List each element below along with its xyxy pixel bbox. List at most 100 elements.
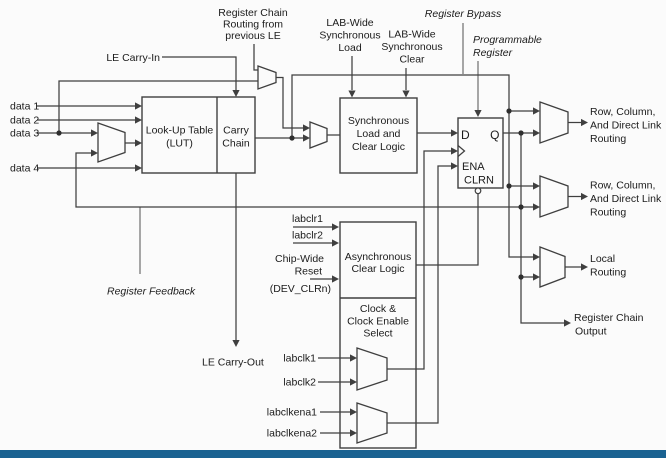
label-sync-load-clear: Synchronous Load and Clear Logic	[348, 115, 409, 153]
blocks	[141, 96, 504, 449]
label-register-clrn: CLRN	[464, 175, 494, 187]
arrowhead-down	[348, 90, 356, 98]
mux-output-local	[539, 246, 566, 288]
label-line: Row, Column,	[590, 180, 655, 192]
muxes	[97, 65, 569, 444]
label-lab-wide-sync-load: LAB-Wide Synchronous Load	[319, 17, 380, 54]
mux-clock-enable-select	[356, 402, 388, 444]
bottom-bar	[0, 450, 666, 458]
label-labclr1: labclr1	[292, 213, 323, 225]
label-line: LAB-Wide	[326, 17, 373, 29]
label-labclkena1: labclkena1	[267, 407, 317, 419]
label-line: Look-Up Table	[146, 125, 214, 137]
mux-output-row2	[539, 175, 569, 218]
wire-regchain-mux-to-sync-mux	[276, 76, 303, 129]
arrowhead	[91, 149, 98, 157]
label-register-chain-routing: Register Chain Routing from previous LE	[218, 7, 288, 42]
label-line: Asynchronous	[345, 251, 412, 263]
arrowhead	[564, 319, 571, 327]
label-line: And Direct Link	[590, 193, 662, 205]
arrowhead	[533, 182, 540, 190]
arrowhead-down	[474, 110, 482, 117]
arrowhead	[581, 192, 588, 201]
label-line: Synchronous	[319, 30, 380, 42]
label-line: Register	[473, 47, 513, 59]
label-register-q: Q	[490, 128, 499, 142]
label-labclk2: labclk2	[283, 377, 316, 389]
junction-dot	[506, 183, 512, 189]
label-register-d: D	[461, 128, 470, 142]
arrowheads	[91, 90, 588, 437]
label-line: Clear	[399, 54, 425, 66]
label-local-routing: Local Routing	[590, 253, 626, 279]
wires	[37, 23, 581, 434]
label-chip-wide-reset: Chip-Wide Reset (DEV_CLRn)	[270, 253, 331, 295]
label-line: Clock Enable	[347, 316, 409, 328]
arrowhead	[303, 134, 310, 142]
label-labclkena2: labclkena2	[267, 428, 317, 440]
label-carry-chain: Carry Chain	[222, 125, 250, 150]
label-line: Register Chain	[218, 7, 288, 19]
arrowhead	[533, 129, 540, 137]
register-clock-triangle	[457, 145, 466, 157]
label-le-carry-out: LE Carry-Out	[202, 357, 264, 369]
label-row-column-1: Row, Column, And Direct Link Routing	[590, 106, 662, 145]
wire-register-feedback	[75, 152, 533, 208]
label-line: Routing from	[223, 19, 283, 31]
mux-data3-feedback	[97, 122, 126, 163]
arrowhead	[350, 378, 357, 386]
label-line: And Direct Link	[590, 120, 662, 132]
mux-output-row1	[539, 101, 569, 144]
label-register-bypass: Register Bypass	[425, 8, 502, 20]
label-data2: data 2	[10, 115, 39, 127]
arrowhead	[533, 253, 540, 261]
arrowhead	[135, 116, 142, 124]
arrowhead	[451, 162, 458, 170]
label-programmable-register: Programmable Register	[473, 34, 542, 59]
label-register-ena: ENA	[462, 161, 485, 173]
async-clock-block	[339, 221, 417, 449]
register-block	[457, 117, 504, 189]
label-line: Routing	[590, 267, 626, 279]
junction-dot	[506, 108, 512, 114]
junction-dot	[518, 130, 524, 136]
arrowhead-down	[232, 340, 240, 347]
wire-async-to-clrn	[416, 193, 479, 266]
label-line: Synchronous	[348, 115, 409, 127]
label-line: Programmable	[473, 34, 542, 46]
junction-dot	[518, 204, 524, 210]
label-line: Synchronous	[381, 41, 442, 53]
arrowhead	[135, 139, 142, 147]
arrowhead	[451, 129, 458, 137]
register-clrn-bubble	[474, 187, 482, 195]
label-data4: data 4	[10, 163, 39, 175]
arrowhead	[303, 124, 310, 132]
junction-dot	[518, 274, 524, 280]
label-register-feedback: Register Feedback	[107, 286, 196, 298]
arrowhead-down	[402, 90, 410, 98]
wire-register-bypass-trunk	[291, 74, 533, 258]
junction-dot	[56, 130, 62, 136]
arrowhead	[332, 275, 339, 283]
arrowhead	[350, 429, 357, 437]
arrowhead	[135, 102, 142, 110]
wire-le-carry-in	[162, 56, 237, 90]
label-line: LAB-Wide	[388, 29, 435, 41]
label-line: Row, Column,	[590, 106, 655, 118]
junction-dots	[56, 108, 524, 280]
label-line: Register Chain	[574, 312, 644, 324]
label-lab-wide-sync-clear: LAB-Wide Synchronous Clear	[381, 29, 442, 66]
wire-q-trunk-to-regchain-out	[520, 133, 564, 324]
label-line: (LUT)	[166, 138, 193, 150]
wire-clkena-to-register	[387, 165, 451, 424]
label-line: Routing	[590, 133, 626, 145]
arrowhead	[533, 273, 540, 281]
arrowhead	[332, 239, 339, 247]
label-line: Routing	[590, 207, 626, 219]
label-line: Clear Logic	[351, 263, 404, 275]
label-line: Clock &	[360, 303, 396, 315]
label-line: Local	[590, 253, 615, 265]
mux-sync-input	[309, 121, 328, 149]
arrowhead	[581, 263, 588, 271]
